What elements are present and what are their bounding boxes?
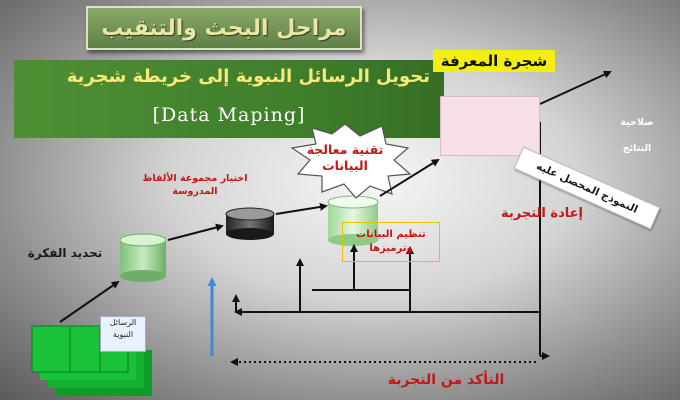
organize-data-label: تنظيم البيانات وترميزها [342,222,440,262]
idea-cylinder-icon [119,233,167,282]
banner-arabic-text: تحويل الرسائل النبوية إلى خريطة شجرية [66,66,430,87]
data-cylinder-icon [327,195,379,246]
prophetic-letters-label: الرسائل النبوية [100,316,146,352]
banner-english-text: [Data Maping] [152,104,306,126]
diagram-title: مراحل البحث والتنقيب [101,15,347,41]
words-cylinder-icon [225,207,275,240]
idea-label: تحديد الفكرة [27,246,103,260]
data-processing-label: تقنية معالجة البيانات [306,142,384,173]
title-box: مراحل البحث والتنقيب [86,6,362,50]
banner: تحويل الرسائل النبوية إلى خريطة شجرية [D… [14,60,444,138]
processing-burst-shape [290,123,412,199]
results-validity-label: صلاحية النتائج [620,117,654,154]
verify-experiment-label: التأكد من التجربة [387,372,505,388]
flow-arrows [59,70,612,360]
repeat-experiment-label: إعادة التجربة [501,206,583,221]
tree-thumbnail [440,96,540,156]
select-words-label: اختيار مجموعة الألفاظ المدروسة [142,173,248,197]
knowledge-tree-label: شجرة المعرفة [433,50,555,72]
